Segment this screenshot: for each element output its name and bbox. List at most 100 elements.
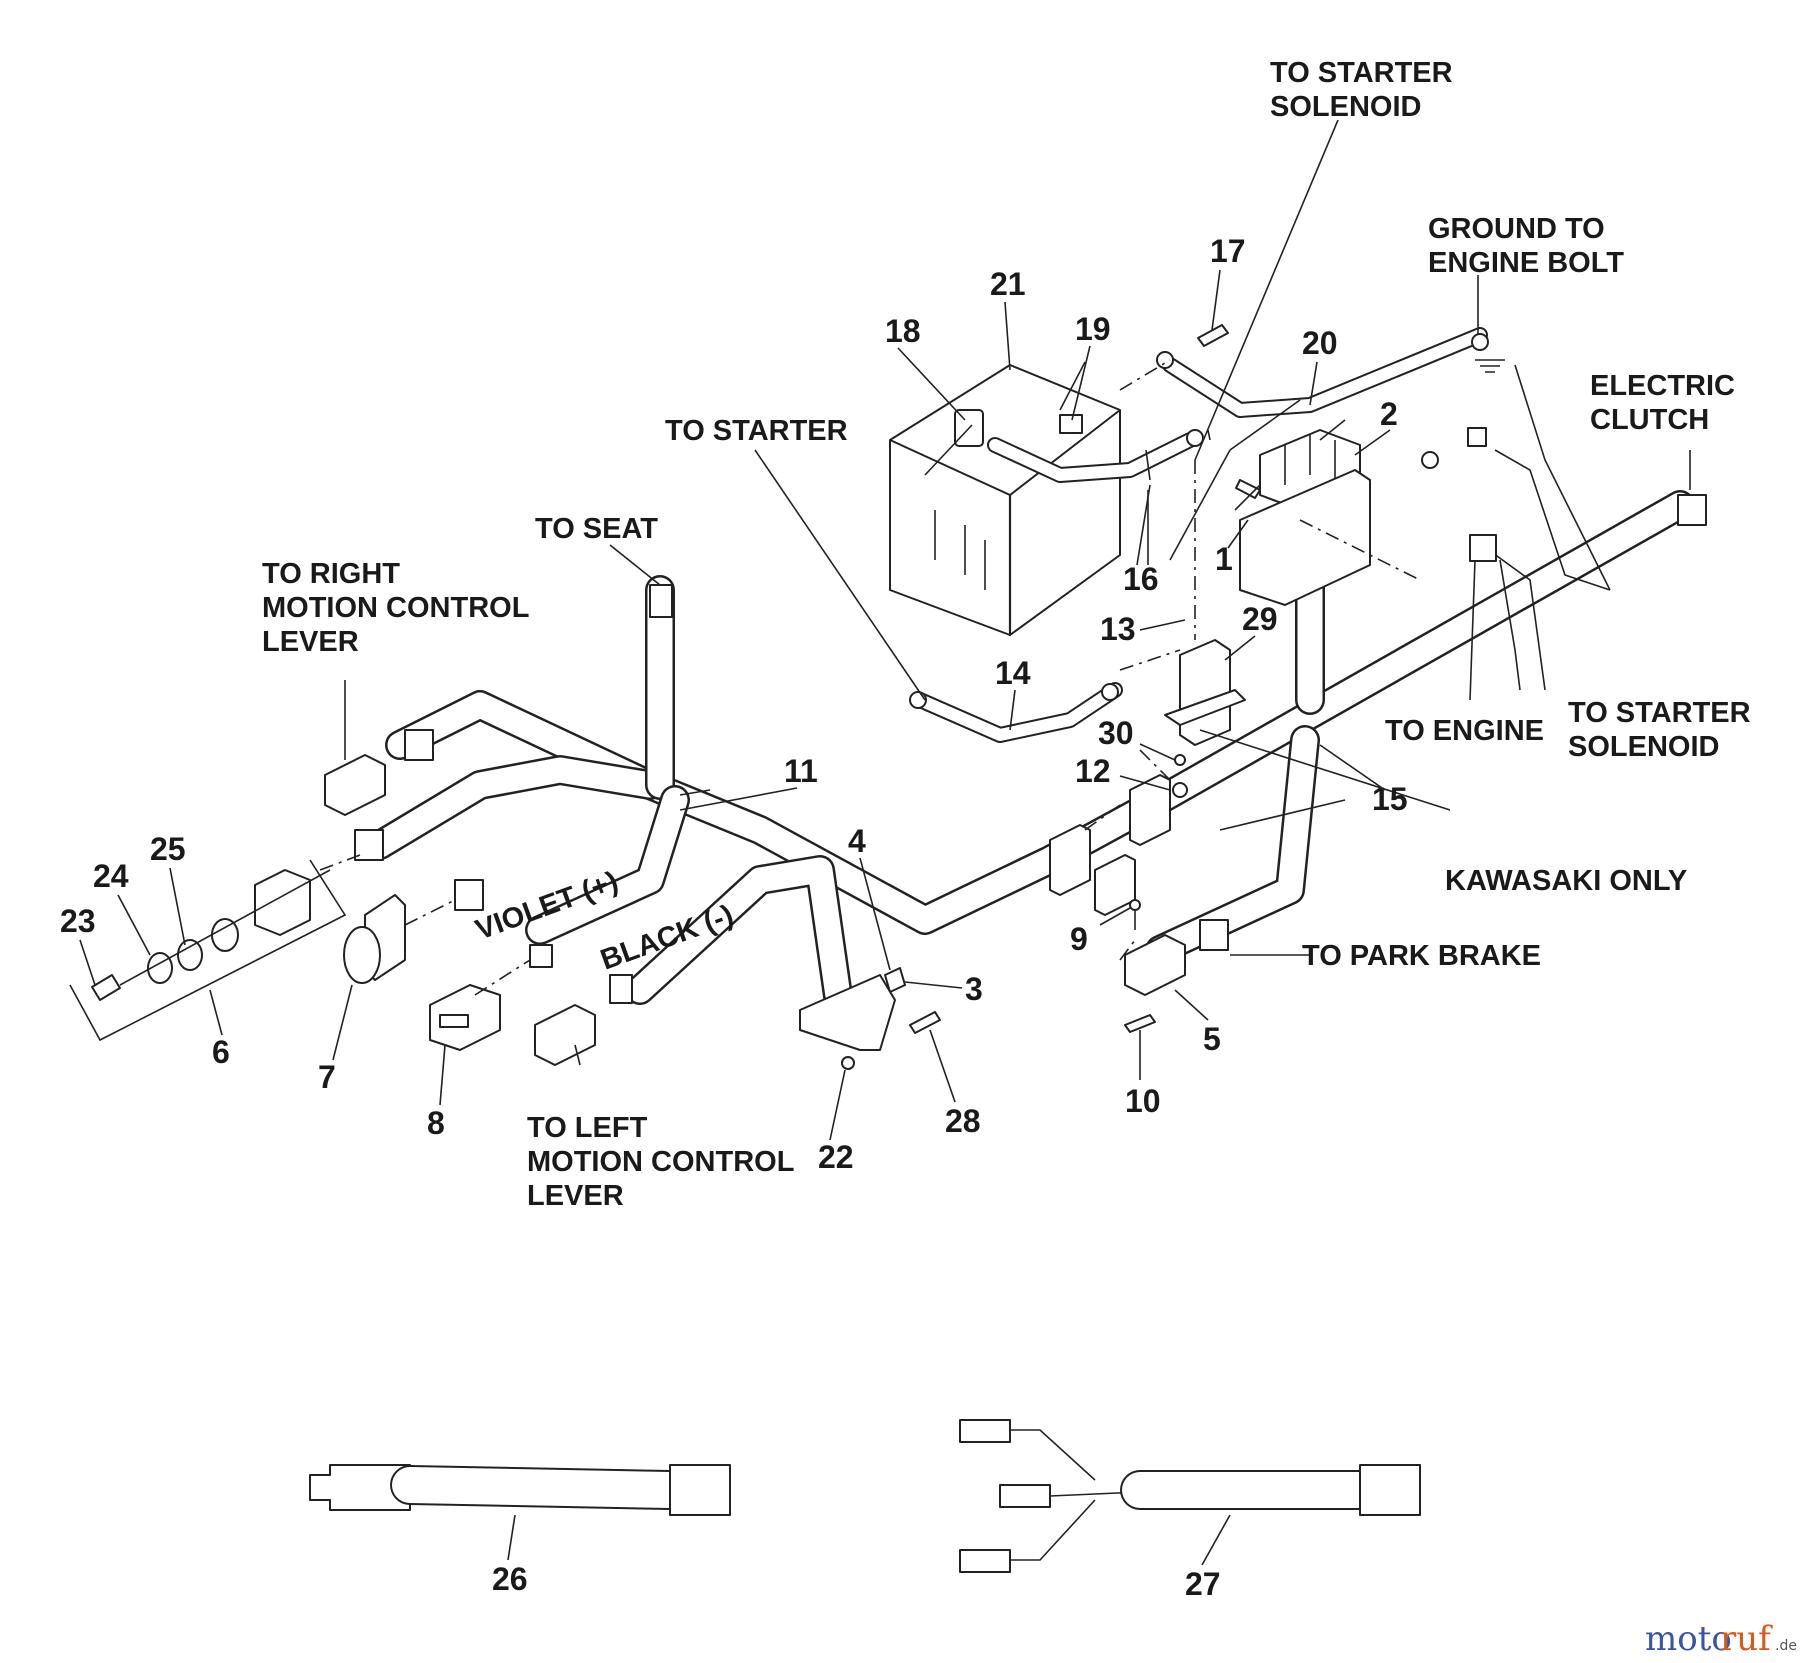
- label-line: SOLENOID: [1568, 731, 1719, 763]
- label-line: TO STARTER: [1270, 57, 1453, 89]
- callout-25: 25: [150, 831, 186, 867]
- label-to-park-brake: TO PARK BRAKE: [1302, 940, 1541, 972]
- label-line: ELECTRIC: [1590, 370, 1735, 402]
- callout-10: 10: [1125, 1083, 1161, 1119]
- washer-30: [1174, 754, 1186, 766]
- watermark-logo: moto ruf .de: [1645, 1619, 1797, 1659]
- label-line: LEVER: [262, 626, 359, 658]
- callout-9: 9: [1070, 921, 1088, 957]
- callout-leaders: [79, 269, 1391, 1566]
- label-line: MOTION CONTROL: [262, 592, 529, 624]
- ground-symbol: [1475, 359, 1505, 373]
- callout-16: 16: [1123, 561, 1159, 597]
- bracket-10: [1124, 1014, 1156, 1033]
- multi-connector-kawasaki: [1049, 774, 1171, 916]
- ring-terminal: [1471, 333, 1489, 351]
- label-to-starter: TO STARTER: [665, 415, 848, 447]
- harness-26: [309, 1464, 731, 1516]
- label-line: TO RIGHT: [262, 558, 400, 590]
- fuse-holder-8: [429, 984, 501, 1051]
- callout-18: 18: [885, 313, 921, 349]
- park-brake-switch-5: [1124, 919, 1229, 996]
- clutch-connector: [1677, 494, 1707, 526]
- callout-23: 23: [60, 903, 96, 939]
- callout-numbers: 17 21 18 19 20 2 1 16 13 29 14 30 12 15 …: [60, 233, 1408, 1602]
- label-line: MOTION CONTROL: [527, 1146, 794, 1178]
- connector-left-lever: [534, 1004, 596, 1066]
- watermark-part2: ruf: [1720, 1619, 1773, 1659]
- ring-terminal: [1156, 351, 1174, 369]
- label-line: LEVER: [527, 1180, 624, 1212]
- ring-terminal: [1101, 683, 1119, 701]
- callout-6: 6: [212, 1034, 230, 1070]
- starter-solenoid-connector: [1467, 427, 1487, 447]
- callout-7: 7: [318, 1059, 336, 1095]
- nut-22: [841, 1056, 855, 1070]
- bolt-28: [909, 1011, 941, 1034]
- callout-22: 22: [818, 1139, 854, 1175]
- callout-1: 1: [1215, 541, 1233, 577]
- label-to-starter-solenoid-right: TO STARTER SOLENOID: [1568, 697, 1751, 763]
- hour-meter-7: [343, 894, 406, 984]
- label-line: CLUTCH: [1590, 404, 1709, 436]
- label-line: GROUND TO: [1428, 213, 1605, 245]
- callout-11: 11: [784, 753, 818, 789]
- watermark-suffix: .de: [1775, 1638, 1797, 1654]
- screw-9: [1129, 899, 1141, 930]
- callout-21: 21: [990, 266, 1026, 302]
- bolt-17: [1197, 324, 1229, 347]
- label-line: TO STARTER: [1568, 697, 1751, 729]
- label-line: TO LEFT: [527, 1112, 648, 1144]
- label-kawasaki-only: KAWASAKI ONLY: [1445, 865, 1687, 897]
- callout-12: 12: [1075, 753, 1111, 789]
- callout-30: 30: [1098, 715, 1134, 751]
- ring-terminal: [1186, 429, 1204, 447]
- nut-12: [1172, 782, 1188, 798]
- battery: [889, 364, 1121, 637]
- label-to-left-motion-control-lever: TO LEFT MOTION CONTROL LEVER: [527, 1112, 794, 1212]
- label-to-engine: TO ENGINE: [1385, 715, 1544, 747]
- bracket-6: [69, 859, 347, 1042]
- solenoid: [1164, 639, 1246, 746]
- callout-17: 17: [1210, 233, 1246, 269]
- callout-2: 2: [1380, 396, 1398, 432]
- callout-24: 24: [93, 858, 129, 894]
- engine-connector: [1469, 534, 1497, 562]
- solenoid-terminal: [1421, 451, 1439, 469]
- callout-3: 3: [965, 971, 983, 1007]
- callout-13: 13: [1100, 611, 1136, 647]
- harness-connectors: [354, 829, 633, 1004]
- leader-lines: [344, 119, 1691, 1066]
- battery-terminal: [1059, 414, 1083, 434]
- label-to-seat: TO SEAT: [535, 513, 658, 545]
- callout-26: 26: [492, 1561, 528, 1597]
- label-line: SOLENOID: [1270, 91, 1421, 123]
- callout-29: 29: [1242, 601, 1278, 637]
- connector-right-lever: [324, 729, 434, 816]
- connector-seat: [649, 584, 673, 618]
- label-to-starter-solenoid-top: TO STARTER SOLENOID: [1270, 57, 1453, 123]
- callout-5: 5: [1203, 1021, 1221, 1057]
- watermark-part1: moto: [1645, 1619, 1732, 1659]
- callout-15: 15: [1372, 781, 1408, 817]
- battery-cables: [909, 327, 1489, 743]
- bracket-3: [799, 974, 896, 1051]
- callout-14: 14: [995, 655, 1031, 691]
- label-ground-to-engine-bolt: GROUND TO ENGINE BOLT: [1428, 213, 1624, 279]
- callout-20: 20: [1302, 325, 1338, 361]
- callout-27: 27: [1185, 1566, 1221, 1602]
- alignment-lines: [319, 359, 1421, 996]
- callout-28: 28: [945, 1103, 981, 1139]
- label-to-right-motion-control-lever: TO RIGHT MOTION CONTROL LEVER: [262, 558, 529, 658]
- bolt-1: [1235, 479, 1261, 499]
- relay-bracket-4: [884, 967, 906, 993]
- callout-4: 4: [848, 823, 866, 859]
- callout-19: 19: [1075, 311, 1111, 347]
- ring-terminal: [909, 691, 927, 709]
- ignition-switch: [91, 869, 331, 1001]
- label-electric-clutch: ELECTRIC CLUTCH: [1590, 370, 1735, 436]
- relays: [1239, 429, 1371, 606]
- callout-8: 8: [427, 1105, 445, 1141]
- label-line: ENGINE BOLT: [1428, 247, 1624, 279]
